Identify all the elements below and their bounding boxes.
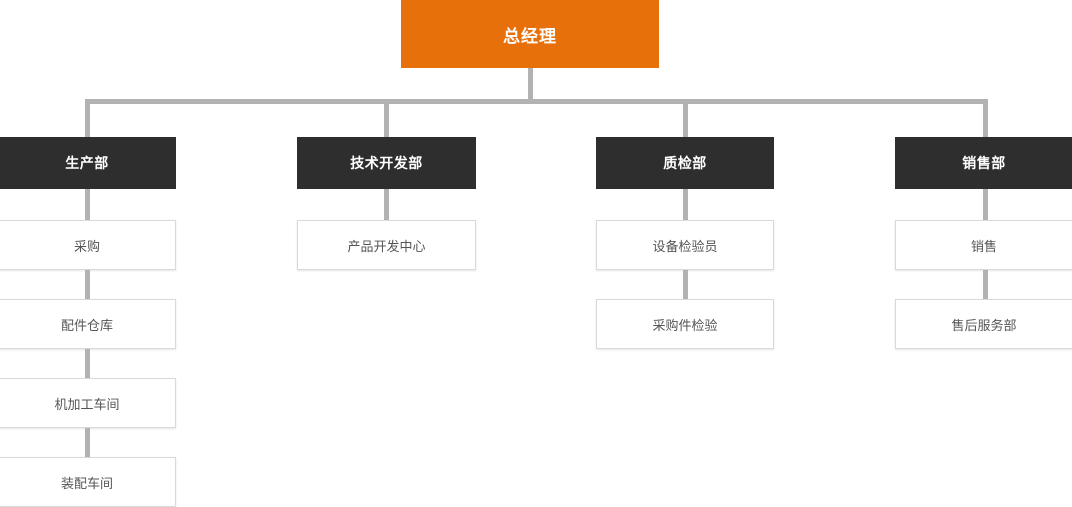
- org-node-department-2-label: 技术开发部: [350, 155, 423, 171]
- org-node-department-1-label: 生产部: [65, 155, 109, 171]
- org-node-c1-sub-3[interactable]: 机加工车间: [0, 378, 176, 428]
- org-node-department-4[interactable]: 销售部: [895, 137, 1072, 189]
- connector-bus-to-department-4: [983, 99, 988, 141]
- org-node-root[interactable]: 总经理: [401, 0, 659, 68]
- org-node-department-4-label: 销售部: [962, 155, 1006, 171]
- org-node-root-label: 总经理: [503, 26, 557, 46]
- org-node-c1-sub-1[interactable]: 采购: [0, 220, 176, 270]
- org-node-c1-sub-2[interactable]: 配件仓库: [0, 299, 176, 349]
- org-node-department-1[interactable]: 生产部: [0, 137, 176, 189]
- connector-c1-sub2-to-sub3: [85, 349, 90, 379]
- org-node-c2-sub-1[interactable]: 产品开发中心: [297, 220, 476, 270]
- org-node-c1-sub-4[interactable]: 装配车间: [0, 457, 176, 507]
- connector-c1-dept-to-sub1: [85, 189, 90, 221]
- org-node-c1-sub-2-label: 配件仓库: [60, 317, 113, 333]
- org-node-department-3-label: 质检部: [663, 155, 707, 171]
- org-node-department-2[interactable]: 技术开发部: [297, 137, 476, 189]
- connector-c4-dept-to-sub1: [983, 189, 988, 221]
- org-node-c3-sub-2-label: 采购件检验: [652, 317, 718, 333]
- connector-root-stem: [528, 68, 533, 104]
- org-node-c4-sub-1[interactable]: 销售: [895, 220, 1072, 270]
- connector-c4-sub1-to-sub2: [983, 270, 988, 300]
- org-node-c2-sub-1-label: 产品开发中心: [347, 238, 426, 254]
- org-node-c1-sub-1-label: 采购: [73, 238, 100, 254]
- connector-c1-sub3-to-sub4: [85, 428, 90, 458]
- org-node-c3-sub-1-label: 设备检验员: [652, 238, 718, 254]
- org-node-c1-sub-4-label: 装配车间: [60, 475, 113, 491]
- org-node-department-3[interactable]: 质检部: [596, 137, 774, 189]
- connector-c3-sub1-to-sub2: [683, 270, 688, 300]
- org-node-c3-sub-2[interactable]: 采购件检验: [596, 299, 774, 349]
- connector-bus-to-department-2: [384, 99, 389, 141]
- connector-c3-dept-to-sub1: [683, 189, 688, 221]
- connector-c2-dept-to-sub1: [384, 189, 389, 221]
- connector-bus-to-department-1: [85, 99, 90, 141]
- org-node-c1-sub-3-label: 机加工车间: [54, 396, 120, 412]
- connector-bus-to-department-3: [683, 99, 688, 141]
- connector-department-bus: [85, 99, 988, 104]
- org-node-c4-sub-2-label: 售后服务部: [951, 317, 1017, 333]
- connector-c1-sub1-to-sub2: [85, 270, 90, 300]
- org-node-c4-sub-2[interactable]: 售后服务部: [895, 299, 1072, 349]
- org-node-c3-sub-1[interactable]: 设备检验员: [596, 220, 774, 270]
- org-node-c4-sub-1-label: 销售: [970, 238, 997, 254]
